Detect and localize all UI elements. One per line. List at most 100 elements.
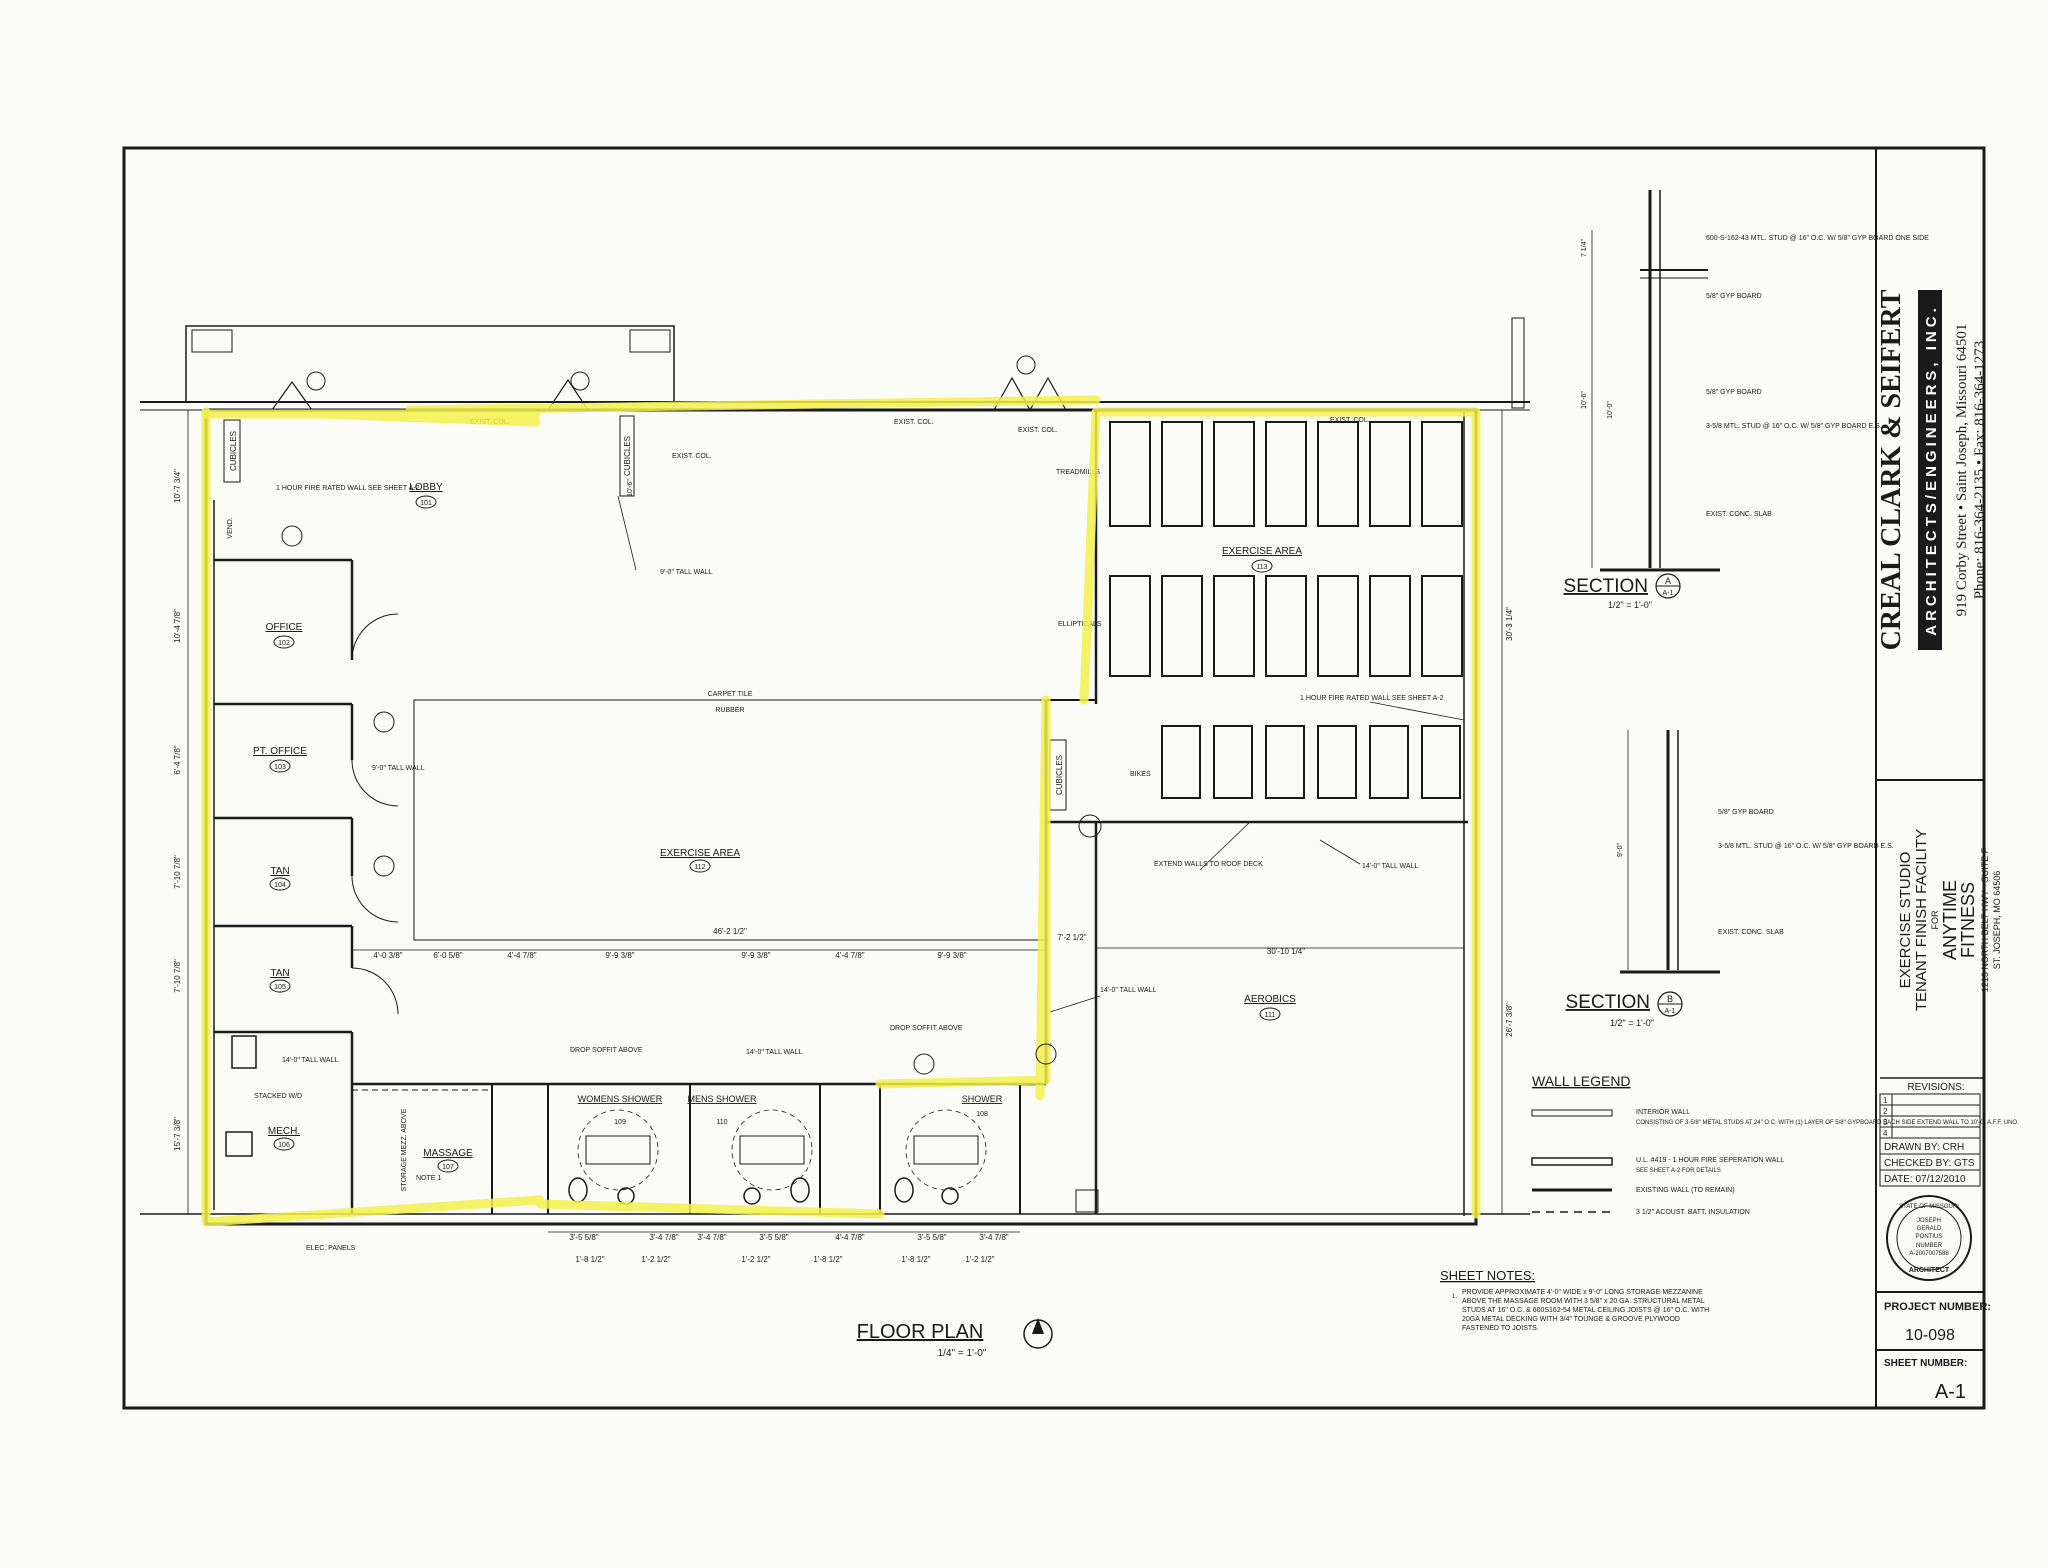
label-ellipticals: ELLIPTICALS: [1058, 621, 1102, 628]
seal-state: STATE OF MISSOURI: [1899, 1204, 1959, 1210]
seal-inner-ring: [1896, 1205, 1962, 1271]
section-a-title: SECTION: [1564, 576, 1648, 597]
dim-top: 6'-0 5/8": [433, 951, 462, 960]
door-tag-icon: [1016, 355, 1036, 375]
sheet-border: [122, 146, 1986, 1410]
sheet-number-label: SHEET NUMBER:: [1884, 1358, 1967, 1369]
highlighter-marks: [201, 395, 1481, 1227]
label-treadmills: TREADMILLS: [1056, 469, 1100, 476]
revision-row-number: 4: [1883, 1129, 1888, 1138]
door-tag-icon: [1035, 1043, 1057, 1065]
highlight-west-south: [201, 407, 885, 1227]
elliptical-icon: [1265, 575, 1307, 677]
drawn-by: DRAWN BY: CRH: [1884, 1142, 1964, 1153]
room-tan-2-no: 105: [274, 984, 286, 991]
dimension-strings: 10'-7 3/4" 10'-4 7/8" 6'-4 7/8" 7'-10 7/…: [173, 410, 1514, 1264]
note-14ft-wall: 14'-0" TALL WALL: [282, 1057, 338, 1064]
section-a: 7 1/4" 10'-6" 10'-0" 600-S-162-43 MTL. S…: [1564, 190, 1929, 610]
turning-circle: [577, 1109, 659, 1191]
dim-top: 9'-9 3/8": [605, 951, 634, 960]
leader-line: [1319, 839, 1361, 865]
leader-lines: [617, 495, 1465, 1013]
storefront-canopy: [185, 325, 675, 403]
leader-line: [1199, 821, 1251, 871]
section-marker-icon: [373, 855, 395, 877]
room-tag: [437, 1159, 459, 1173]
toilet-icon: [568, 1177, 588, 1203]
exercise-area-rubber-zone: [413, 699, 1047, 941]
note-rubber: RUBBER: [715, 707, 744, 714]
legend-item-desc: CONSISTING OF 3-5/8" METAL STUDS AT 24" …: [1636, 1120, 2019, 1126]
room-pt-office-no: 103: [274, 764, 286, 771]
leader-line: [617, 495, 637, 571]
cubicles-label: CUBICLES: [1055, 755, 1064, 795]
note-9ft-wall: 9'-0" TALL WALL: [372, 765, 425, 772]
canopy-pier-left: [191, 329, 233, 353]
bike-icon: [1265, 725, 1305, 799]
plan-scale: 1/4" = 1'-0": [938, 1348, 987, 1359]
door-swing-106: [351, 875, 399, 923]
section-a-dim: 10'-6": [1581, 391, 1588, 409]
door-swing-105: [351, 759, 399, 807]
cubicles-label: CUBICLES: [623, 436, 632, 476]
drawing-date: DATE: 07/12/2010: [1884, 1174, 1966, 1185]
room-massage-no: 107: [442, 1164, 454, 1171]
bench-icon: [913, 1135, 979, 1165]
firm-name: CREAL CLARK & SEIFERT: [1876, 289, 1907, 650]
bike-icon: [1213, 725, 1253, 799]
seal-line: A-2007007588: [1909, 1251, 1949, 1257]
room-tan-2: TAN: [270, 968, 289, 979]
section-a-dim: 10'-0": [1607, 401, 1614, 419]
section-marker-icon: [373, 711, 395, 733]
turning-circle: [905, 1109, 987, 1191]
elliptical-icon: [1161, 575, 1203, 677]
dim-top: 4'-4 7/8": [507, 951, 536, 960]
note-1: NOTE 1: [416, 1175, 441, 1182]
dim-top: 9'-9 3/8": [741, 951, 770, 960]
section-b-scale: 1/2" = 1'-0": [1610, 1018, 1654, 1028]
section-a-mark: A: [1665, 576, 1671, 586]
dim-bottom: 4'-4 7/8": [835, 1233, 864, 1242]
note-fire-wall: 1 HOUR FIRE RATED WALL SEE SHEET A-2: [276, 485, 420, 492]
room-lobby-no: 101: [420, 500, 432, 507]
room-mens-no: 110: [716, 1119, 727, 1126]
dim-right: 26'-7 3/8": [1505, 1003, 1514, 1037]
treadmill-icon: [1213, 421, 1255, 527]
note-stacked-wd: STACKED W/D: [254, 1093, 302, 1100]
seal-line: GERALD: [1917, 1226, 1942, 1232]
dim-bottom: 3'-5 5/8": [569, 1233, 598, 1242]
section-marker-icon: [281, 525, 303, 547]
revisions-label: REVISIONS:: [1907, 1082, 1964, 1093]
room-tag: [415, 495, 437, 509]
note-exist-col: EXIST. COL.: [1330, 417, 1370, 424]
door-tag-icon: [1078, 814, 1102, 838]
cubicles-block-center: [619, 415, 635, 497]
room-tag: [1251, 559, 1273, 573]
seal-outer-ring: [1886, 1195, 1972, 1281]
revision-row-number: 3: [1883, 1118, 1888, 1127]
leader-line: [1049, 995, 1101, 1013]
canopy-pier-right: [629, 329, 671, 353]
treadmill-icon: [1109, 421, 1151, 527]
dim-bottom: 3'-4 7/8": [649, 1233, 678, 1242]
dim-bottom-2: 1'-2 1/2": [641, 1255, 670, 1264]
section-b-title: SECTION: [1566, 992, 1650, 1013]
section-a-note: EXIST. CONC. SLAB: [1706, 511, 1772, 518]
sheet-number: A-1: [1935, 1381, 1966, 1403]
room-mech-no: 106: [278, 1142, 290, 1149]
section-b-sheet: A-1: [1665, 1008, 1676, 1015]
room-tag: [269, 877, 291, 891]
section-a-sheet: A-1: [1663, 590, 1674, 597]
legend-item-name: 3 1/2" ACOUST. BATT. INSULATION: [1636, 1209, 1750, 1216]
section-a-note: 3-5/8 MTL. STUD @ 16" O.C. W/ 5/8" GYP B…: [1706, 423, 1882, 430]
note-14ft-wall: 14'-0" TALL WALL: [1100, 987, 1156, 994]
cubicles-label: CUBICLES: [229, 431, 238, 471]
section-b-note: 5/8" GYP BOARD: [1718, 809, 1774, 816]
project-address2: ST. JOSEPH, MO 64506: [1992, 871, 2002, 970]
entry-door-102: [271, 380, 313, 411]
dim-bottom: 3'-5 5/8": [917, 1233, 946, 1242]
project-client1: ANYTIME: [1940, 880, 1960, 960]
label-bikes: BIKES: [1130, 771, 1151, 778]
architect-seal: STATE OF MISSOURI JOSEPH GERALD PONTIUS …: [1886, 1195, 1972, 1281]
